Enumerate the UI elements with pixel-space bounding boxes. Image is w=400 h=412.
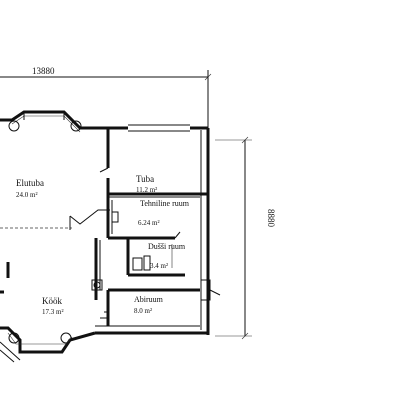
room-kook: Köök 17.3 m² — [42, 296, 64, 316]
bay-window-bottom — [0, 326, 96, 363]
dimension-top: 13880 — [0, 66, 212, 130]
room-dush-area: 3.4 m² — [150, 262, 168, 270]
room-tehnoruum: Tehniline ruum 6.24 m² — [138, 199, 190, 227]
dimension-width-label: 13880 — [32, 66, 55, 76]
room-kook-area: 17.3 m² — [42, 308, 64, 316]
room-abiruum: Abiruum 8.0 m² — [134, 295, 164, 315]
room-dush-name: Dušši ruum — [148, 242, 186, 251]
right-wall — [200, 128, 221, 335]
room-abiruum-area: 8.0 m² — [134, 307, 152, 315]
room-dush: Dušši ruum 3.4 m² — [148, 242, 186, 270]
dimension-height-label: 8880 — [266, 209, 276, 228]
room-tuba-area: 11.2 m² — [136, 186, 157, 194]
bottom-wall — [95, 325, 208, 335]
room-tuba-name: Tuba — [136, 174, 154, 184]
bay-window-top — [0, 110, 96, 133]
room-kook-name: Köök — [42, 296, 62, 306]
top-walls — [96, 124, 208, 132]
room-tehnoruum-area: 6.24 m² — [138, 219, 160, 227]
room-elutuba-area: 24.0 m² — [16, 191, 38, 199]
interior-walls — [0, 128, 208, 326]
room-elutuba-name: Elutuba — [16, 178, 44, 188]
room-tuba: Tuba 11.2 m² — [136, 174, 157, 194]
room-abiruum-name: Abiruum — [134, 295, 164, 304]
room-tehnoruum-name: Tehniline ruum — [140, 199, 190, 208]
room-elutuba: Elutuba 24.0 m² — [16, 178, 44, 199]
dimension-right: 8880 — [215, 136, 276, 340]
